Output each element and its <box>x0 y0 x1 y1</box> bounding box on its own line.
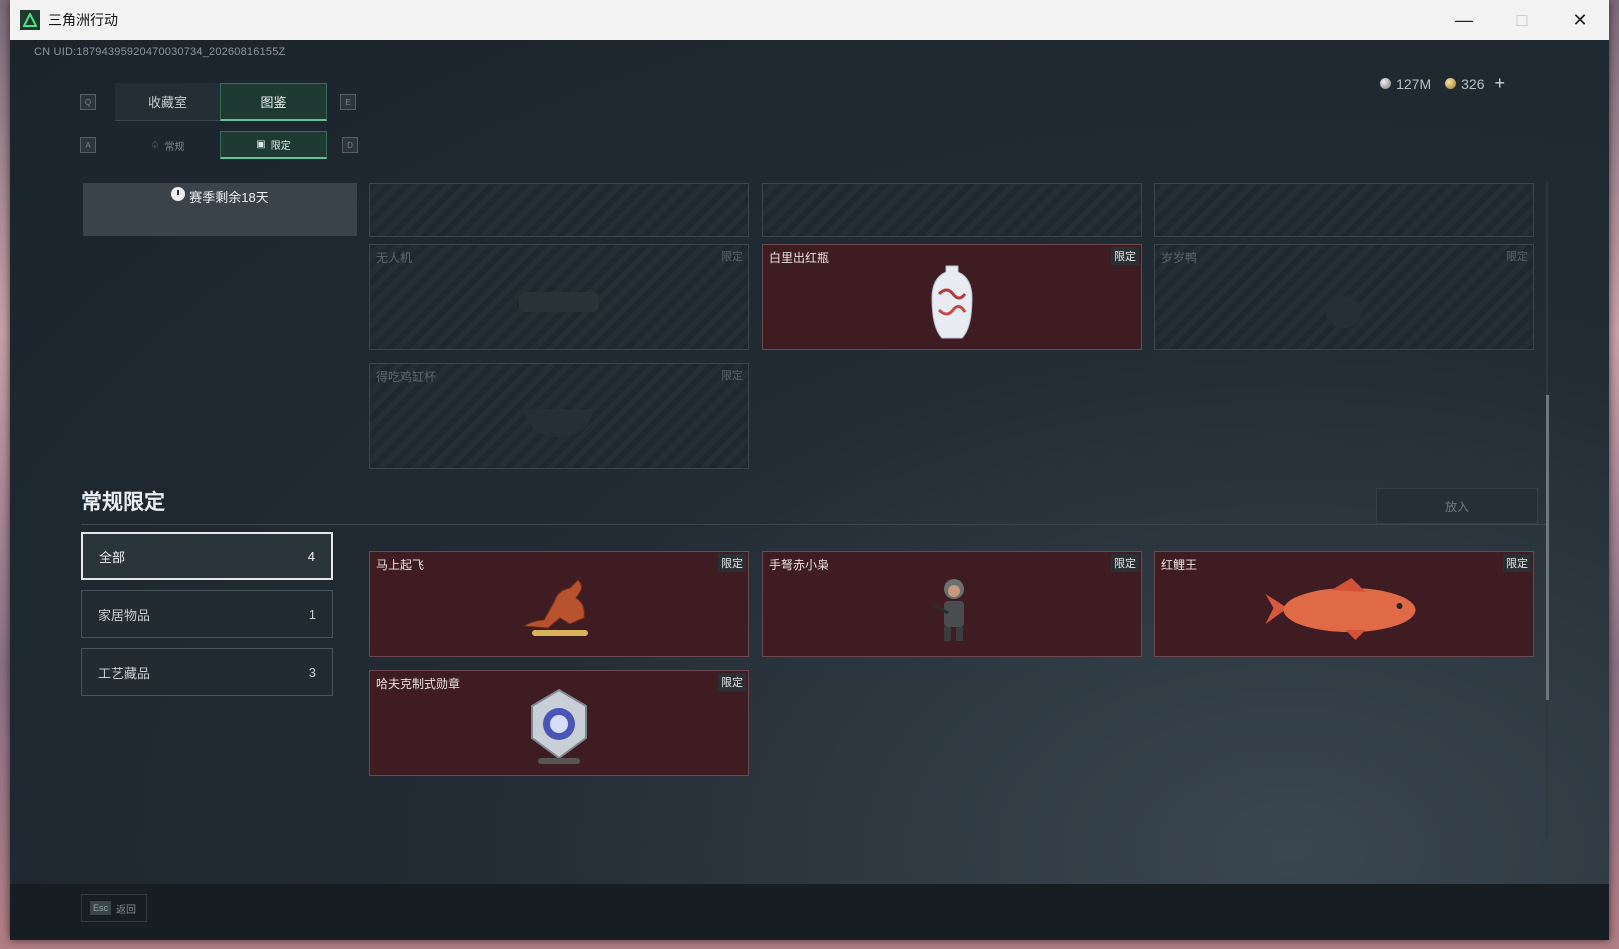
sub-tabs: ♤ 常规 ▣ 限定 <box>115 131 327 159</box>
back-label: 返回 <box>116 904 137 916</box>
flame-icon: ♤ <box>150 139 160 151</box>
crossbow-figure-icon <box>933 579 964 642</box>
collection-card[interactable] <box>762 183 1142 237</box>
limited-badge: 限定 <box>718 554 746 572</box>
clock-icon <box>171 187 186 201</box>
minimize-button[interactable]: — <box>1455 9 1473 30</box>
subtab-limited[interactable]: ▣ 限定 <box>220 131 327 159</box>
silver-amount: 127M <box>1396 75 1432 92</box>
key-hint-e: E <box>340 94 356 110</box>
collection-card-cup[interactable]: 得吃鸡缸杯 限定 <box>369 363 749 469</box>
vase-icon <box>931 265 973 339</box>
duck-icon <box>1326 296 1362 329</box>
collection-card-drone[interactable]: 无人机 限定 <box>369 244 749 350</box>
tab-collection-room[interactable]: 收藏室 <box>115 83 220 121</box>
key-hint-d: D <box>342 137 358 153</box>
gold-amount: 326 <box>1461 75 1485 92</box>
gold-currency: 326 <box>1445 76 1484 92</box>
category-count: 4 <box>307 548 315 564</box>
image-icon: ▣ <box>256 139 266 150</box>
collection-card-medal[interactable]: 哈夫克制式勋章 限定 <box>369 670 749 776</box>
main-tabs: 收藏室 图鉴 <box>115 83 327 121</box>
window-title: 三角洲行动 <box>48 12 118 28</box>
collection-card-horse[interactable]: 马上起飞 限定 <box>369 551 749 657</box>
collection-card-figure[interactable]: 手弩赤小枭 限定 <box>762 551 1142 657</box>
key-hint-q: Q <box>80 94 96 110</box>
close-button[interactable]: ✕ <box>1572 9 1588 30</box>
put-in-button[interactable]: 放入 <box>1376 488 1538 524</box>
user-uid: CN UID:18794395920470030734_20260816155Z <box>34 46 286 58</box>
drone-icon <box>519 292 599 313</box>
collection-card-vase[interactable]: 白里出红瓶 限定 <box>762 244 1142 350</box>
category-all[interactable]: 全部 4 <box>81 532 333 580</box>
category-home-items[interactable]: 家居物品 1 <box>81 590 333 638</box>
category-count: 3 <box>308 664 316 680</box>
season-remaining: 赛季剩余18天 <box>189 190 269 205</box>
limited-badge: 限定 <box>721 251 743 263</box>
silver-currency: 127M <box>1380 76 1431 92</box>
app-logo-icon <box>20 10 40 30</box>
key-hint-a: A <box>80 137 96 153</box>
collection-card-carp[interactable]: 红鲤王 限定 <box>1154 551 1534 657</box>
carp-icon <box>1265 578 1416 641</box>
silver-coin-icon <box>1380 78 1392 89</box>
gold-coin-icon <box>1445 78 1457 89</box>
limited-badge: 限定 <box>1111 247 1139 265</box>
limited-badge: 限定 <box>1503 554 1531 572</box>
main-content: CN UID:18794395920470030734_20260816155Z… <box>10 40 1609 940</box>
footer-bar: Esc 返回 <box>10 884 1609 940</box>
add-currency-button[interactable]: + <box>1494 73 1505 93</box>
horse-statue-icon <box>522 579 588 637</box>
category-crafts[interactable]: 工艺藏品 3 <box>81 648 333 696</box>
app-window: 三角洲行动 — □ ✕ CN UID:18794395920470030734_… <box>10 0 1609 940</box>
category-count: 1 <box>308 606 316 622</box>
limited-badge: 限定 <box>1506 251 1528 263</box>
back-button[interactable]: Esc 返回 <box>81 894 147 922</box>
collection-card[interactable] <box>369 183 749 237</box>
scrollbar-thumb[interactable] <box>1546 395 1549 700</box>
collection-card-duck[interactable]: 岁岁鸭 限定 <box>1154 244 1534 350</box>
section-divider <box>81 524 1549 525</box>
season-timer: 赛季剩余18天 <box>83 183 357 236</box>
limited-badge: 限定 <box>1111 554 1139 572</box>
title-bar: 三角洲行动 — □ ✕ <box>10 0 1609 40</box>
medal-icon <box>531 689 587 765</box>
subtab-regular[interactable]: ♤ 常规 <box>150 139 185 153</box>
limited-badge: 限定 <box>721 370 743 382</box>
tab-codex[interactable]: 图鉴 <box>220 83 327 121</box>
collection-card[interactable] <box>1154 183 1534 237</box>
maximize-button[interactable]: □ <box>1516 9 1528 30</box>
limited-badge: 限定 <box>718 673 746 691</box>
cup-icon <box>524 409 594 438</box>
section-title: 常规限定 <box>81 491 165 514</box>
esc-key-icon: Esc <box>90 901 112 915</box>
currency-bar: 127M 326 + <box>1380 73 1505 94</box>
